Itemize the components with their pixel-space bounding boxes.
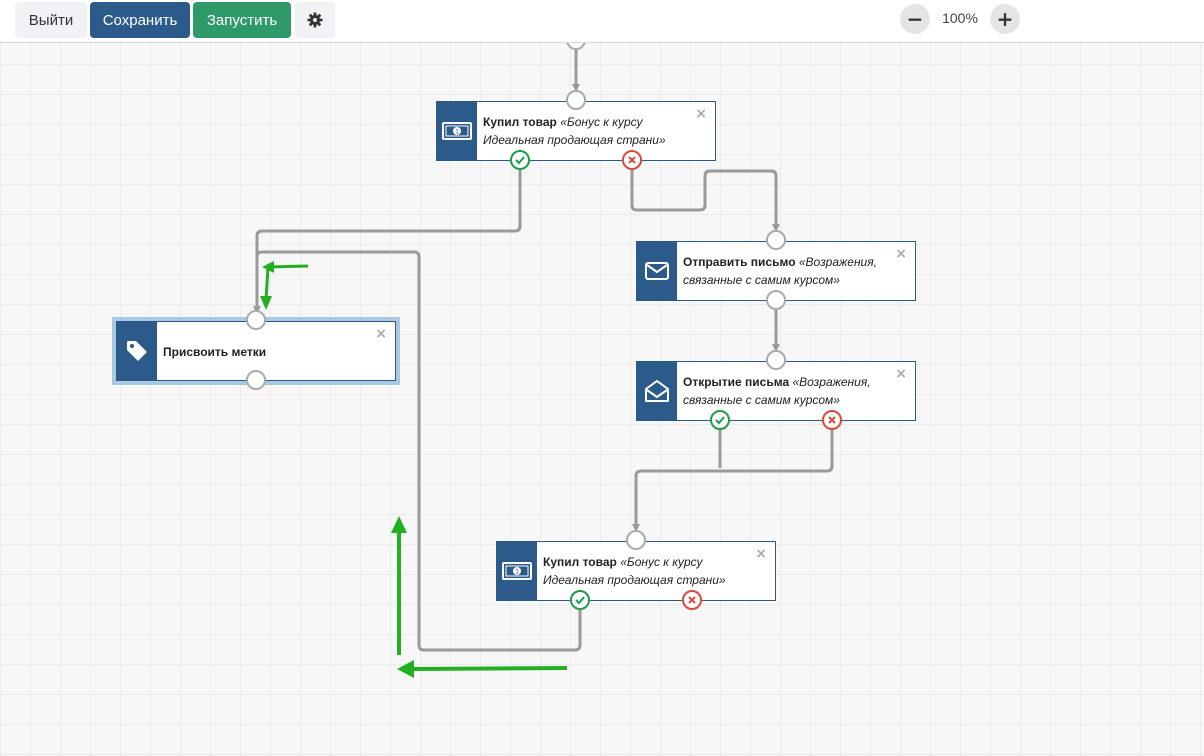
check-icon [515, 156, 525, 165]
annotation-arrowhead-to-tags-input [260, 296, 272, 310]
svg-text:1: 1 [455, 129, 459, 136]
node-icon-container: 1 [497, 542, 537, 600]
annotation-arrow-left [412, 666, 568, 671]
node-purchase-1[interactable]: 1 Купил товар «Бонус к курсу Идеальная п… [436, 101, 716, 161]
node-title: Открытие письма [683, 375, 790, 389]
node-subtitle: «Бонус к курсу Идеальная продающая стран… [483, 115, 666, 147]
annotation-arrows [260, 261, 568, 678]
port-input-purchase-2[interactable] [626, 530, 646, 550]
check-icon [575, 596, 585, 605]
node-text: Отправить письмо «Возражения, связанные … [683, 253, 891, 289]
cross-icon [628, 156, 636, 164]
node-icon-container [637, 362, 677, 420]
port-input-assign-tags[interactable] [246, 310, 266, 330]
zoom-level: 100% [942, 10, 978, 26]
exit-button[interactable]: Выйти [15, 2, 87, 38]
check-icon [715, 416, 725, 425]
run-button[interactable]: Запустить [193, 2, 291, 38]
money-icon: 1 [442, 122, 472, 140]
close-icon[interactable]: × [755, 546, 767, 562]
envelope-icon [645, 262, 669, 280]
annotation-arrowhead-up [391, 516, 407, 533]
cross-icon [828, 416, 836, 424]
connector-purchase-1-no-to-send-email [630, 169, 780, 232]
zoom-out-button[interactable]: − [900, 4, 930, 34]
port-input-send-email[interactable] [766, 230, 786, 250]
port-no-email-open[interactable] [822, 410, 842, 430]
money-icon: 1 [502, 562, 532, 580]
port-yes-email-open[interactable] [710, 410, 730, 430]
node-icon-container [637, 242, 677, 300]
settings-button[interactable] [295, 2, 335, 38]
annotation-arrowhead-tags-input-left [262, 261, 274, 273]
port-input-email-open[interactable] [766, 350, 786, 370]
port-no-purchase-2[interactable] [682, 590, 702, 610]
node-icon-container [117, 322, 157, 380]
port-output-send-email[interactable] [766, 290, 786, 310]
node-title: Купил товар [543, 555, 617, 569]
svg-text:1: 1 [515, 569, 519, 576]
port-no-purchase-1[interactable] [622, 150, 642, 170]
close-icon[interactable]: × [695, 106, 707, 122]
gear-icon [307, 12, 323, 28]
zoom-in-button[interactable]: + [990, 4, 1020, 34]
connector-purchase-1-yes-to-tags [253, 170, 522, 314]
node-text: Присвоить метки [163, 343, 371, 361]
node-subtitle: «Возражения, связанные с самим курсом» [683, 375, 871, 407]
close-icon[interactable]: × [895, 366, 907, 382]
connector-purchase-2-yes-to-tags [255, 250, 582, 652]
node-subtitle: «Бонус к курсу Идеальная продающая стран… [543, 555, 726, 587]
node-icon-container: 1 [437, 102, 477, 160]
save-button[interactable]: Сохранить [90, 2, 190, 38]
node-title: Купил товар [483, 115, 557, 129]
port-input-purchase-1[interactable] [566, 90, 586, 110]
toolbar: Выйти Сохранить Запустить − 100% + [0, 0, 1204, 43]
port-yes-purchase-2[interactable] [570, 590, 590, 610]
node-title: Присвоить метки [163, 345, 267, 359]
cross-icon [688, 596, 696, 604]
node-assign-tags[interactable]: Присвоить метки × [112, 317, 400, 385]
node-text: Открытие письма «Возражения, связанные с… [683, 373, 891, 409]
port-yes-purchase-1[interactable] [510, 150, 530, 170]
node-text: Купил товар «Бонус к курсу Идеальная про… [543, 553, 751, 589]
annotation-arrowhead-left [397, 660, 414, 678]
node-subtitle: «Возражения, связанные с самим курсом» [683, 255, 877, 287]
node-purchase-2[interactable]: 1 Купил товар «Бонус к курсу Идеальная п… [496, 541, 776, 601]
port-output-assign-tags[interactable] [246, 370, 266, 390]
node-text: Купил товар «Бонус к курсу Идеальная про… [483, 113, 691, 149]
connector-email-open-no-to-purchase-2 [632, 430, 834, 532]
node-title: Отправить письмо [683, 255, 796, 269]
open-envelope-icon [645, 380, 669, 402]
close-icon[interactable]: × [895, 246, 907, 262]
tag-icon [127, 341, 147, 361]
close-icon[interactable]: × [375, 326, 387, 342]
node-email-open[interactable]: Открытие письма «Возражения, связанные с… [636, 361, 916, 421]
